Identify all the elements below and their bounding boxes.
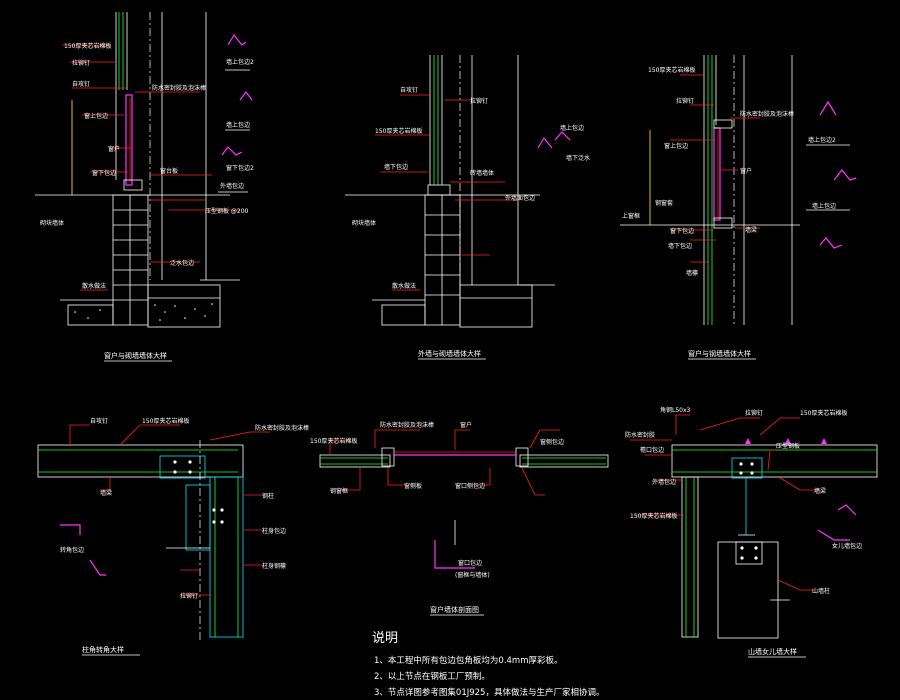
label-p3-0: 150厚夹芯岩棉板 [648,66,695,74]
title-panel6: 山墙女儿墙大样 [748,647,797,656]
label-p2-3: 墙下包边 [384,163,408,171]
label-p4-2: 防水密封胶及泡沫棒 [255,424,309,432]
title-panel3: 窗户与钢墙墙体大样 [688,349,751,358]
label-p3-9: 墙下包边 [668,242,692,250]
label-p1-12: 墙上包边 [226,121,250,129]
label-p2-7: 墙下泛水 [566,154,590,162]
label-p4-4: 钢柱 [262,492,274,500]
label-p1-2: 自攻钉 [72,80,90,88]
label-p2-9: 散水做法 [392,282,416,290]
label-p1-5: 窗户 [108,145,120,153]
label-p5-2: 窗户 [460,421,472,429]
label-p6-2: 150厚夹芯岩棉板 [800,409,847,417]
arrow-marks-p6 [745,438,827,444]
label-p3-10: 墙上包边2 [808,136,836,144]
note-item-2: 2、以上节点在钢板工厂预制。 [374,671,490,682]
label-p2-6: 外墙面包边 [505,194,535,202]
label-p1-11: 墙上包边2 [226,58,254,66]
label-p4-1: 150厚夹芯岩棉板 [142,417,189,425]
label-p3-4: 窗户 [740,167,752,175]
label-p2-0: 自攻钉 [400,86,418,94]
panel-column-corner: 自攻钉 150厚夹芯岩棉板 防水密封胶及泡沫棒 墙梁 钢柱 柱身包边 转角包边 … [37,417,309,656]
label-p3-2: 防水密封胶及泡沫棒 [740,110,794,118]
label-p5-3: 窗侧包边 [540,438,564,446]
label-p1-10: 泛水包边 [170,259,194,267]
label-p5-0: 150厚夹芯岩棉板 [310,437,357,445]
panel-window-masonry-wall: 150厚夹芯岩棉板 拉铆钉 自攻钉 防水密封胶及泡沫棒 窗上包边 窗户 窗下包边… [35,12,254,362]
label-p1-15: 压型钢板 @200 [205,207,249,215]
label-p2-1: 拉铆钉 [470,97,488,105]
label-p5-7: 窗口包边 [458,559,482,567]
panel-window-steel-wall: 150厚夹芯岩棉板 拉铆钉 防水密封胶及泡沫棒 窗上包边 窗户 窗下包边 钢窗套… [620,55,857,360]
label-p6-4: 檐口包边 [640,446,664,454]
panel-gable-parapet: 角钢L50x3 拉铆钉 150厚夹芯岩棉板 防水密封胶 檐口包边 外墙包边 墙梁… [625,406,878,658]
label-p2-4: 砖墙墙体 [470,169,494,177]
label-p4-6: 转角包边 [60,546,84,554]
label-p2-5: 墙上包边 [560,124,584,132]
label-p6-3: 防水密封胶 [625,431,655,439]
notes-block: 说明 1、本工程中所有包边包角板均为0.4mm厚彩板。 2、以上节点在钢板工厂预… [372,631,604,698]
label-p5-4: 窗侧板 [404,482,422,490]
panel-window-section: 150厚夹芯岩棉板 防水密封胶及泡沫棒 窗户 窗侧包边 窗侧板 钢窗框 窗口侧包… [310,421,609,616]
label-p1-0: 150厚夹芯岩棉板 [64,42,111,50]
bolt-group-p4 [173,460,224,524]
label-p1-7: 窗台板 [160,167,178,175]
label-p1-9: 散水做法 [82,282,106,290]
label-p5-5: 钢窗框 [330,487,348,495]
title-panel4: 柱角转角大样 [82,645,124,654]
label-p4-0: 自攻钉 [90,417,108,425]
title-panel2: 外墙与砌墙墙体大样 [418,349,481,358]
label-p3-12: 墙檩 [686,269,698,277]
label-p1-13: 外墙包边 [220,182,244,190]
label-p1-8: 砌块墙体 [40,219,64,227]
panel-exterior-masonry-wall: 自攻钉 拉铆钉 150厚夹芯岩棉板 墙下包边 砖墙墙体 墙上包边 外墙面包边 墙… [345,55,590,360]
label-p4-5: 柱身包边 [262,527,286,535]
label-p6-1: 拉铆钉 [745,409,763,417]
label-p3-6: 钢窗套 [655,199,673,207]
note-item-3: 3、节点详图参考图集01J925，具体做法与生产厂家相协调。 [374,687,604,698]
label-p2-2: 150厚夹芯岩棉板 [375,127,422,135]
title-panel5: 窗户墙体剖面图 [430,605,479,614]
label-p5-6: 窗口侧包边 [455,482,485,490]
label-p6-9: 山墙柱 [812,587,830,595]
label-p1-14: 窗下包边2 [226,164,254,172]
title-panel1: 窗户与砌墙墙体大样 [104,351,167,360]
label-p6-8: 压型钢板 [776,442,800,450]
label-p6-7: 150厚夹芯岩棉板 [630,512,677,520]
label-p3-1: 拉铆钉 [676,97,694,105]
label-p6-6: 墙梁 [814,487,826,495]
label-p1-4: 窗上包边 [84,112,108,120]
label-p1-3: 防水密封胶及泡沫棒 [152,84,206,92]
label-p3-5: 窗下包边 [670,227,694,235]
label-p4-8: 拉铆钉 [180,592,198,600]
label-p3-3: 窗上包边 [664,142,688,150]
label-p1-6: 窗下包边 [92,169,116,177]
label-p3-11: 墙上包边 [812,202,836,210]
label-p3-7: 上窗框 [622,212,640,220]
bolt-group-p6 [739,462,758,560]
label-p6-5: 外墙包边 [652,478,676,486]
label-p1-1: 拉铆钉 [72,59,90,67]
label-p4-7: 柱身钢檩 [262,562,286,570]
label-p4-3: 墙梁 [100,489,112,497]
label-p6-0: 角钢L50x3 [660,406,691,414]
note-item-1: 1、本工程中所有包边包角板均为0.4mm厚彩板。 [374,655,563,666]
masonry-hatch [113,195,148,325]
label-p2-8: 砌块墙体 [352,219,376,227]
label-p5-8: (窗框与墙体) [455,571,490,579]
notes-heading: 说明 [372,631,398,646]
label-p3-8: 墙梁 [745,226,757,234]
label-p6-10: 女儿墙包边 [832,542,862,550]
label-p5-1: 防水密封胶及泡沫棒 [380,421,434,429]
